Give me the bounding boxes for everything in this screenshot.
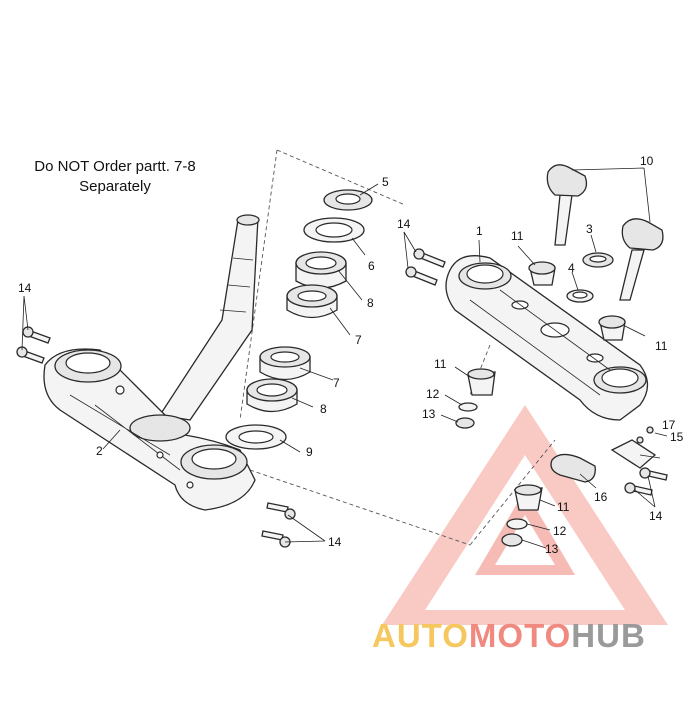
callout-labels: 1 2 3 4 5 6 7 7 8 8 9 10 11 11 11 11 12 … xyxy=(18,154,684,556)
callout-7b: 7 xyxy=(333,376,340,390)
upper-triple-clamp xyxy=(445,255,649,421)
callout-11c: 11 xyxy=(434,357,447,371)
leader-lines xyxy=(21,167,668,549)
callout-11b: 11 xyxy=(655,339,668,353)
callout-13b: 13 xyxy=(545,542,559,556)
callout-5: 5 xyxy=(382,175,389,189)
callout-16: 16 xyxy=(594,490,608,504)
callout-14c: 14 xyxy=(328,535,342,549)
callout-14a: 14 xyxy=(18,281,32,295)
ordering-note-line2: Separately xyxy=(79,178,151,195)
ordering-note: Do NOT Order partt. 7-8 Separately xyxy=(20,157,210,197)
callout-14b: 14 xyxy=(397,217,411,231)
callout-1: 1 xyxy=(476,224,483,238)
callout-9: 9 xyxy=(306,445,313,459)
callout-11d: 11 xyxy=(557,500,570,514)
handlebar-clamps xyxy=(546,164,664,301)
lower-triple-clamp xyxy=(43,214,260,511)
callout-11a: 11 xyxy=(511,229,524,243)
callout-14d: 14 xyxy=(649,509,663,523)
callout-7a: 7 xyxy=(355,333,362,347)
callout-4: 4 xyxy=(568,261,575,275)
watermark-auto: AUTO xyxy=(372,617,469,654)
ordering-note-line1: Do NOT Order partt. 7-8 xyxy=(34,158,196,175)
callout-6: 6 xyxy=(368,259,375,273)
callout-2: 2 xyxy=(96,444,103,458)
callout-10: 10 xyxy=(640,154,654,168)
bolts-14-right xyxy=(405,248,668,496)
watermark-hub: HUB xyxy=(571,617,646,654)
watermark-logo: AUTOMOTOHUB xyxy=(372,617,646,655)
watermark-triangle xyxy=(382,405,668,625)
callout-8a: 8 xyxy=(367,296,374,310)
bolts-14-left xyxy=(16,326,296,548)
callout-8b: 8 xyxy=(320,402,327,416)
watermark-moto: MOTO xyxy=(468,617,572,654)
callout-13a: 13 xyxy=(422,407,436,421)
callout-3: 3 xyxy=(586,222,593,236)
callout-15: 15 xyxy=(670,430,684,444)
callout-12a: 12 xyxy=(426,387,440,401)
small-parts xyxy=(455,252,657,547)
callout-12b: 12 xyxy=(553,524,567,538)
callout-17: 17 xyxy=(662,418,676,432)
bearing-stack xyxy=(225,189,373,450)
